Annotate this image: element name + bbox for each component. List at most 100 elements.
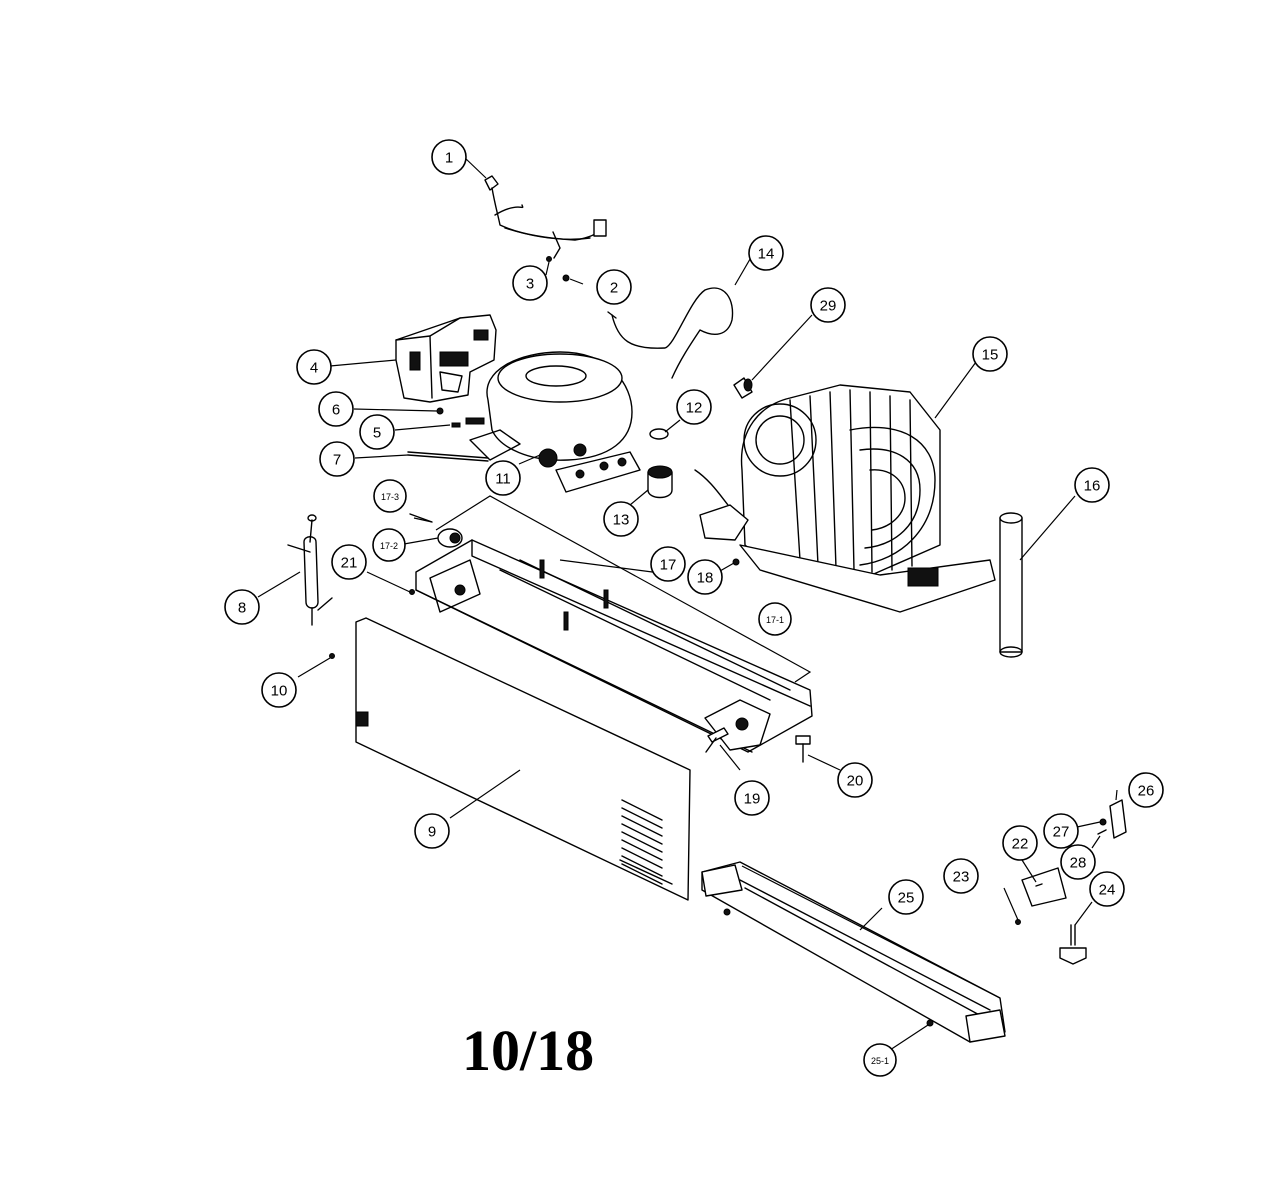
callout-circle xyxy=(676,389,712,425)
rod-part xyxy=(407,451,489,462)
callout-number: 1 xyxy=(445,150,453,167)
screw-21-part xyxy=(409,589,415,595)
callout-circle xyxy=(331,544,367,580)
callout-circle xyxy=(373,479,407,513)
screw-20-part xyxy=(795,735,811,763)
callout-number: 17-2 xyxy=(380,541,398,551)
callout-circle xyxy=(748,235,784,271)
leveling-leg-part xyxy=(1059,924,1087,965)
callout-number: 10 xyxy=(271,683,288,700)
callout-9: 9 xyxy=(414,813,450,849)
callout-1: 1 xyxy=(431,139,467,175)
callout-number: 13 xyxy=(613,512,630,529)
callout-7: 7 xyxy=(319,441,355,477)
callout-circle xyxy=(1060,844,1096,880)
callout-circle xyxy=(414,813,450,849)
callout-circle xyxy=(372,528,406,562)
callout-number: 18 xyxy=(697,570,714,587)
callout-number: 17-1 xyxy=(766,615,784,625)
callout-22: 22 xyxy=(1002,825,1038,861)
callout-3: 3 xyxy=(512,265,548,301)
callout-17-3: 17-3 xyxy=(373,479,407,513)
sleeve-part xyxy=(733,377,753,399)
callout-number: 24 xyxy=(1099,882,1116,899)
callout-28: 28 xyxy=(1060,844,1096,880)
callout-21: 21 xyxy=(331,544,367,580)
callout-circle xyxy=(318,391,354,427)
screw-10-part xyxy=(329,653,335,659)
callout-circle xyxy=(758,602,792,636)
callout-27: 27 xyxy=(1043,813,1079,849)
callout-number: 23 xyxy=(953,869,970,886)
callout-circle xyxy=(837,762,873,798)
callout-circle xyxy=(296,349,332,385)
callout-number: 17-3 xyxy=(381,492,399,502)
hinge-cap-part xyxy=(1021,867,1067,907)
condenser-assembly-part xyxy=(694,384,996,613)
callout-number: 2 xyxy=(610,280,618,297)
callout-number: 12 xyxy=(686,400,703,417)
callout-14: 14 xyxy=(748,235,784,271)
vertical-tube-part xyxy=(999,512,1023,658)
screw-19-part xyxy=(705,727,729,753)
callout-6: 6 xyxy=(318,391,354,427)
callout-circle xyxy=(1089,871,1125,907)
callout-circle xyxy=(943,858,979,894)
callout-circle xyxy=(261,672,297,708)
callout-number: 25 xyxy=(898,890,915,907)
callout-circle xyxy=(1002,825,1038,861)
callout-18: 18 xyxy=(687,559,723,595)
callout-13: 13 xyxy=(603,501,639,537)
callout-circle xyxy=(512,265,548,301)
callout-17-2: 17-2 xyxy=(372,528,406,562)
callout-number: 26 xyxy=(1138,783,1155,800)
bracket-part xyxy=(1097,799,1127,839)
callout-circle xyxy=(810,287,846,323)
screw-18-part xyxy=(732,558,740,566)
callout-12: 12 xyxy=(676,389,712,425)
callout-number: 15 xyxy=(982,347,999,364)
rubber-mount-part xyxy=(647,465,673,499)
callout-number: 5 xyxy=(373,425,381,442)
callout-number: 20 xyxy=(847,773,864,790)
drier-part xyxy=(287,514,333,626)
callout-circle xyxy=(596,269,632,305)
callout-8: 8 xyxy=(224,589,260,625)
screw-25-1-part xyxy=(926,1019,934,1027)
callout-number: 17 xyxy=(660,557,677,574)
callout-circle xyxy=(888,879,924,915)
callout-10: 10 xyxy=(261,672,297,708)
callout-circle xyxy=(734,780,770,816)
callout-circle xyxy=(972,336,1008,372)
discharge-tube-part xyxy=(607,287,734,379)
clip-part xyxy=(436,407,485,428)
callout-number: 29 xyxy=(820,298,837,315)
compressor-part xyxy=(469,351,641,493)
screw-23-part xyxy=(1015,919,1021,925)
callout-15: 15 xyxy=(972,336,1008,372)
callout-number: 25-1 xyxy=(871,1056,889,1066)
callout-number: 8 xyxy=(238,600,246,617)
callout-5: 5 xyxy=(359,414,395,450)
callout-number: 4 xyxy=(310,360,318,377)
rear-panel-part xyxy=(355,617,691,901)
callout-circle xyxy=(359,414,395,450)
callout-11: 11 xyxy=(485,460,521,496)
callout-26: 26 xyxy=(1128,772,1164,808)
callout-number: 3 xyxy=(526,276,534,293)
callout-number: 22 xyxy=(1012,836,1029,853)
callout-number: 21 xyxy=(341,555,358,572)
callout-25-1: 25-1 xyxy=(863,1043,897,1077)
callout-number: 6 xyxy=(332,402,340,419)
leader-lines xyxy=(257,156,1118,1051)
callout-number: 16 xyxy=(1084,478,1101,495)
callout-19: 19 xyxy=(734,780,770,816)
callout-circle xyxy=(224,589,260,625)
callout-number: 11 xyxy=(495,471,511,488)
callout-circle xyxy=(319,441,355,477)
callout-29: 29 xyxy=(810,287,846,323)
callout-number: 9 xyxy=(428,824,436,841)
callout-circle xyxy=(1074,467,1110,503)
callout-17: 17 xyxy=(650,546,686,582)
